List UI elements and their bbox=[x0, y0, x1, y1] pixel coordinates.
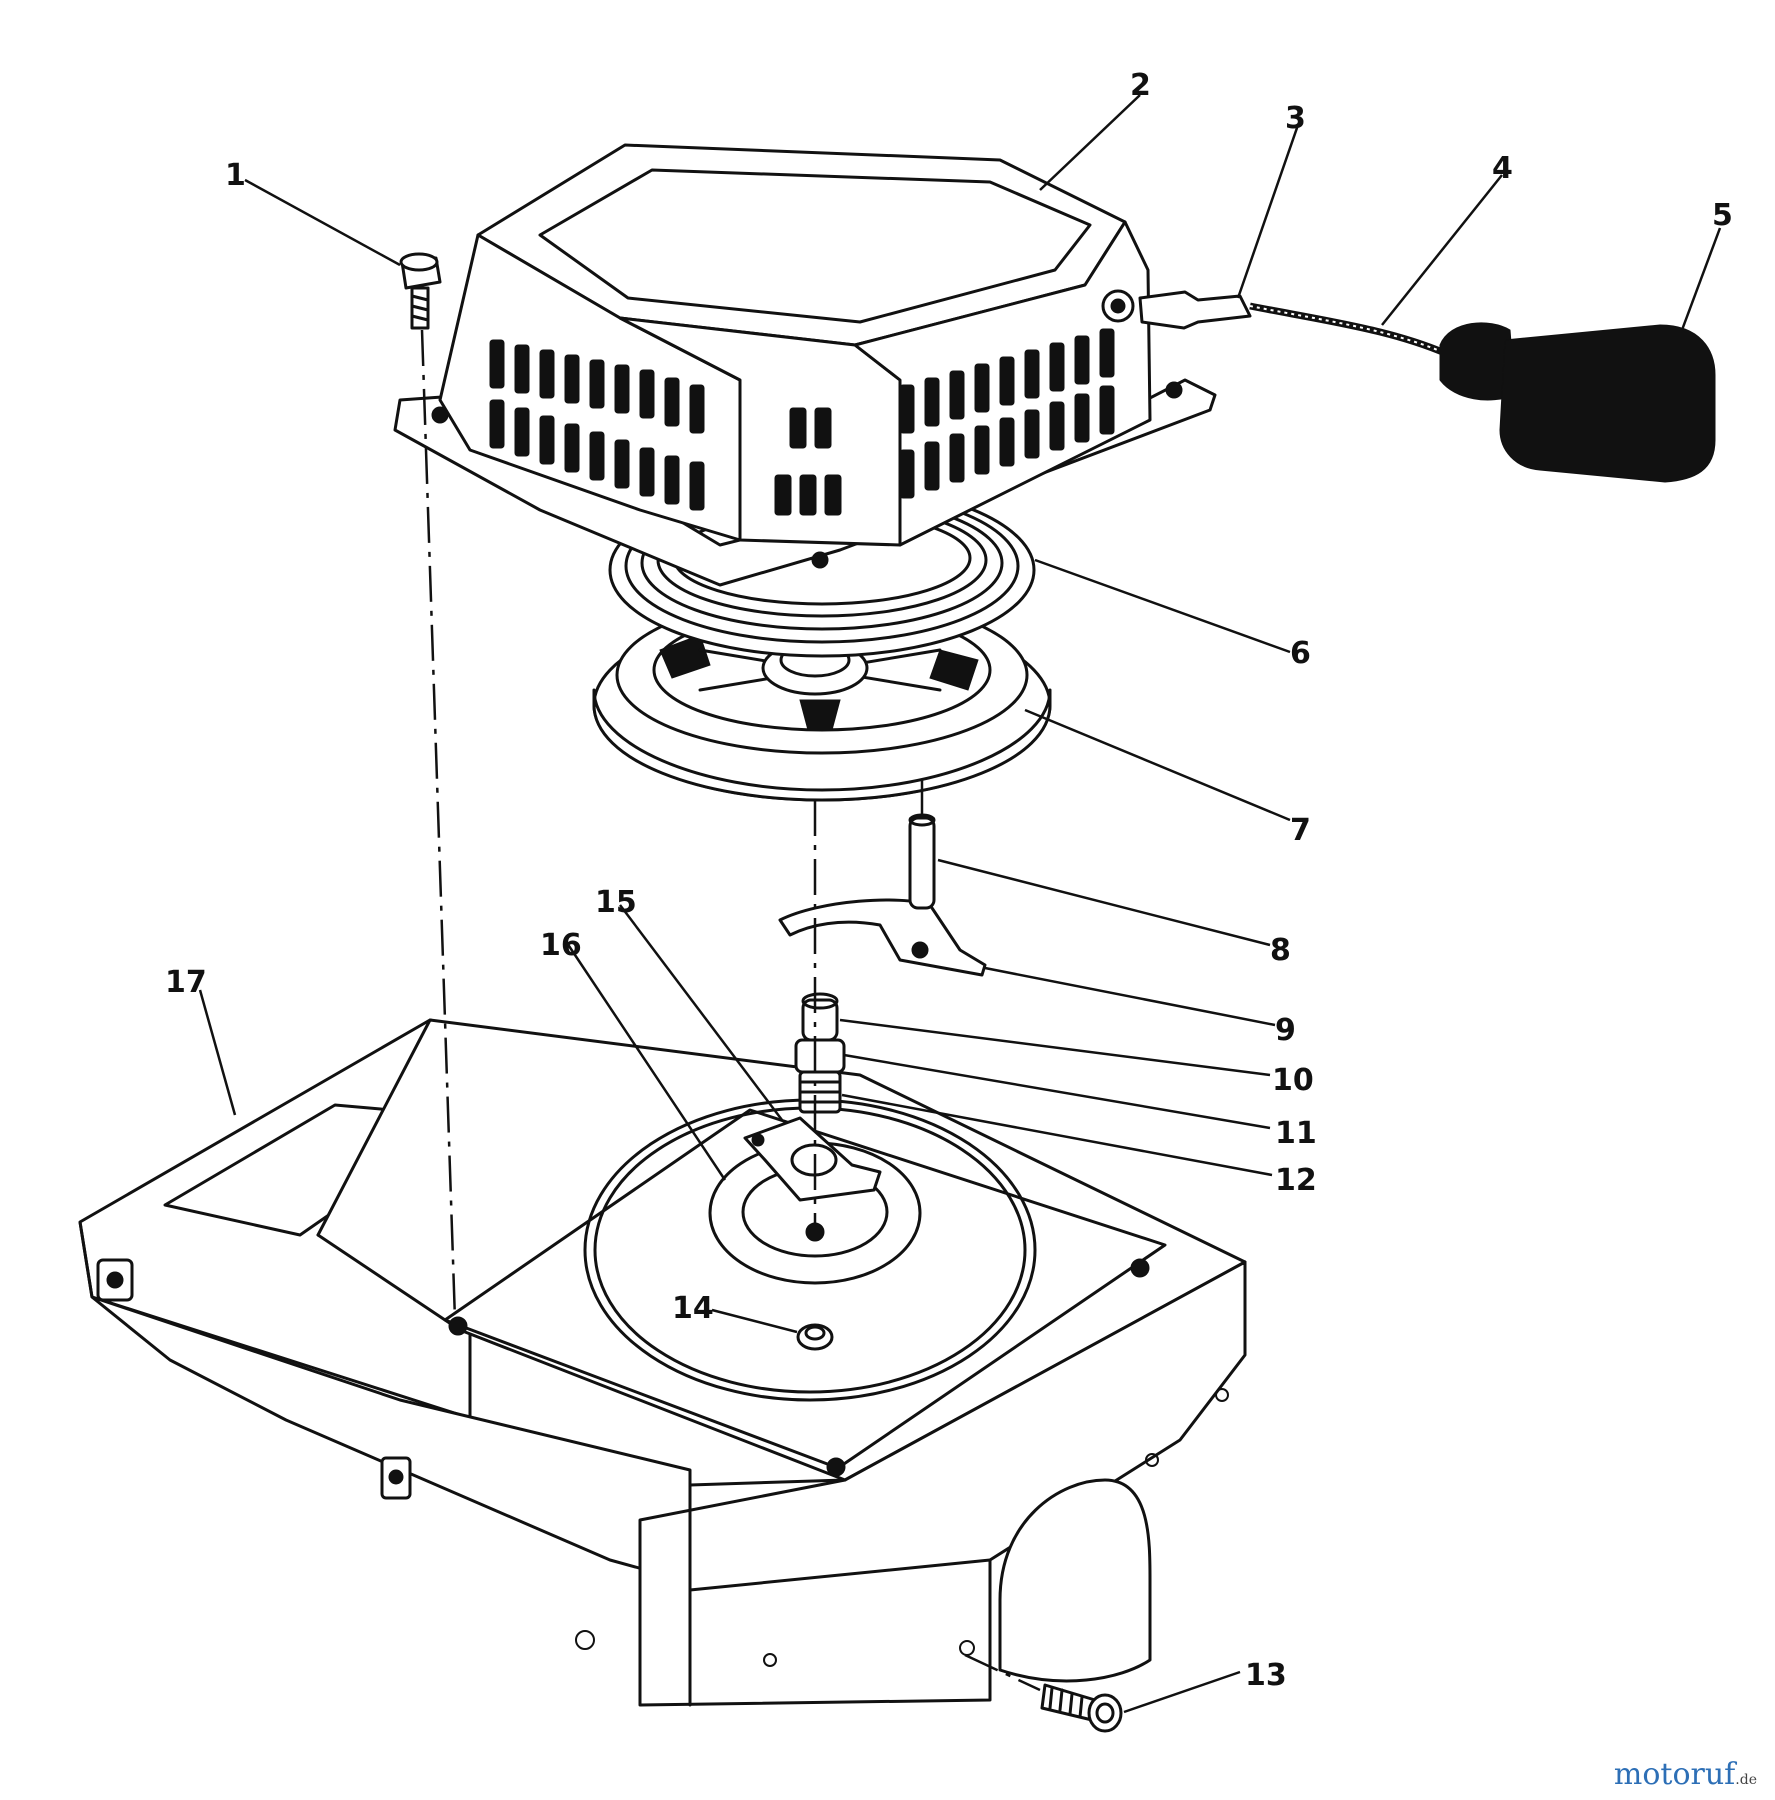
callout-8: 8 bbox=[1270, 933, 1291, 968]
center-shaft-10-11-12 bbox=[794, 992, 846, 1114]
bolt-1 bbox=[399, 252, 442, 330]
housing-vents-center bbox=[774, 407, 842, 516]
callout-17: 17 bbox=[165, 965, 207, 1000]
callout-9: 9 bbox=[1275, 1013, 1296, 1048]
callout-2: 2 bbox=[1130, 68, 1151, 103]
nut-14 bbox=[796, 1323, 834, 1351]
rope-guide-3 bbox=[1138, 290, 1252, 330]
callout-3: 3 bbox=[1285, 101, 1306, 136]
housing-vents-left bbox=[489, 339, 705, 511]
callout-12: 12 bbox=[1275, 1163, 1317, 1198]
pin-8 bbox=[908, 813, 936, 910]
callout-7: 7 bbox=[1290, 813, 1311, 848]
callout-labels: 1 2 3 4 5 6 7 8 9 10 11 12 13 14 15 16 1… bbox=[165, 68, 1733, 1693]
callout-13: 13 bbox=[1245, 1658, 1287, 1693]
callout-11: 11 bbox=[1275, 1116, 1317, 1151]
watermark-text: motoruf bbox=[1613, 1757, 1736, 1792]
housing-vents-right bbox=[899, 328, 1115, 499]
callout-16: 16 bbox=[540, 928, 582, 963]
watermark-logo: motoruf.de bbox=[1614, 1757, 1757, 1792]
brake-arm-9 bbox=[778, 898, 987, 977]
callout-15: 15 bbox=[595, 885, 637, 920]
callout-1: 1 bbox=[225, 158, 246, 193]
blower-housing-17 bbox=[78, 1018, 1247, 1707]
callout-4: 4 bbox=[1492, 151, 1513, 186]
alignment-lines bbox=[420, 329, 1041, 1692]
watermark-suffix: .de bbox=[1735, 1772, 1757, 1788]
callout-10: 10 bbox=[1272, 1063, 1314, 1098]
callout-14: 14 bbox=[672, 1291, 714, 1326]
callout-6: 6 bbox=[1290, 636, 1311, 671]
screw-13 bbox=[1040, 1683, 1123, 1733]
starter-handle-5 bbox=[1439, 322, 1716, 483]
leader-lines bbox=[198, 94, 1722, 1714]
starter-housing-2 bbox=[393, 143, 1217, 587]
callout-5: 5 bbox=[1712, 198, 1733, 233]
starter-rope-4 bbox=[1249, 302, 1462, 364]
